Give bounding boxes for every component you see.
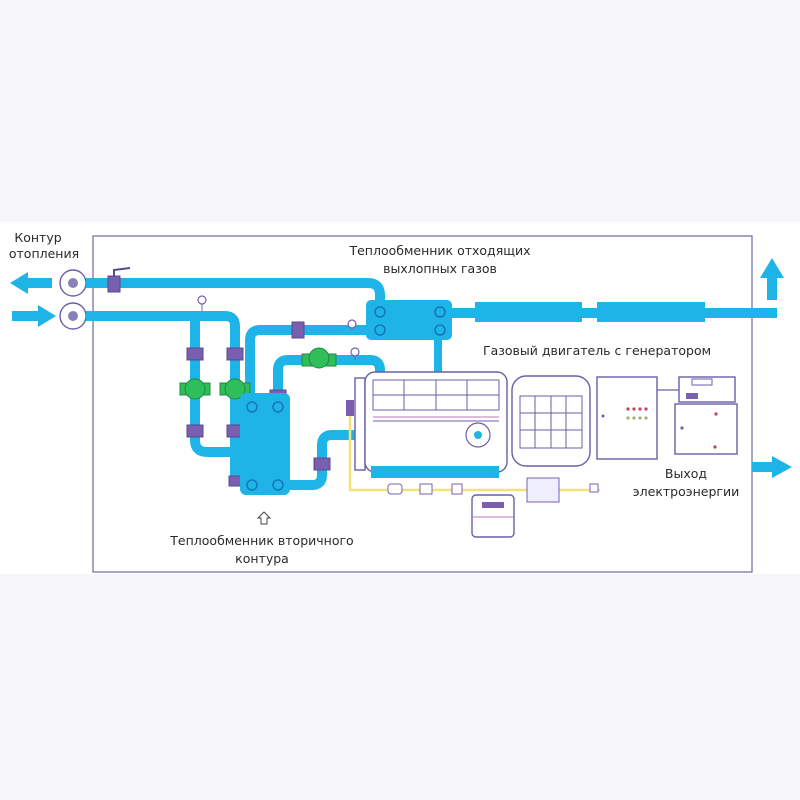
gas-engine bbox=[354, 371, 508, 478]
generator bbox=[511, 375, 591, 467]
gas-filter-icon bbox=[387, 483, 403, 495]
gas-meter-icon bbox=[471, 494, 515, 538]
engine-generator-label: Газовый двигатель с генератором bbox=[483, 343, 711, 358]
switchboard bbox=[674, 376, 738, 455]
secondary-heat-exchanger bbox=[240, 393, 290, 495]
power-output-label: Выход bbox=[665, 466, 707, 481]
exhaust-hx-label: выхлопных газов bbox=[383, 261, 497, 276]
up-arrow-icon bbox=[256, 511, 272, 525]
heating-circuit-label: Контур bbox=[14, 230, 61, 245]
flange-icon bbox=[59, 269, 87, 330]
exhaust-line bbox=[452, 302, 777, 322]
muffler-icon bbox=[597, 302, 705, 322]
pressure-gauge-icon bbox=[197, 295, 360, 360]
indicator-lights bbox=[626, 407, 648, 411]
exhaust-out-arrow-icon bbox=[760, 258, 784, 300]
secondary-hx-label: Теплообменник вторичного bbox=[169, 533, 353, 548]
heating-valve-icon bbox=[107, 267, 131, 293]
control-cabinet bbox=[596, 376, 679, 460]
gas-valve-icon bbox=[451, 483, 463, 495]
gas-supply-line bbox=[346, 400, 600, 503]
diagram-frame bbox=[92, 235, 753, 573]
heating-inlet-arrow-icon bbox=[12, 305, 56, 327]
power-out-arrow-icon bbox=[752, 456, 792, 478]
exhaust-hx-label: Теплообменник отходящих bbox=[348, 243, 530, 258]
secondary-hx-label: контура bbox=[235, 551, 289, 566]
circulation-pump-icon bbox=[179, 347, 337, 400]
heating-outlet-arrow-icon bbox=[10, 272, 52, 294]
muffler-icon bbox=[475, 302, 582, 322]
exhaust-heat-exchanger bbox=[366, 300, 452, 340]
heating-circuit-label: отопления bbox=[9, 246, 79, 261]
gas-regulator-icon bbox=[526, 477, 560, 503]
gas-valve-icon bbox=[419, 483, 433, 495]
power-output-label: электроэнергии bbox=[633, 484, 739, 499]
